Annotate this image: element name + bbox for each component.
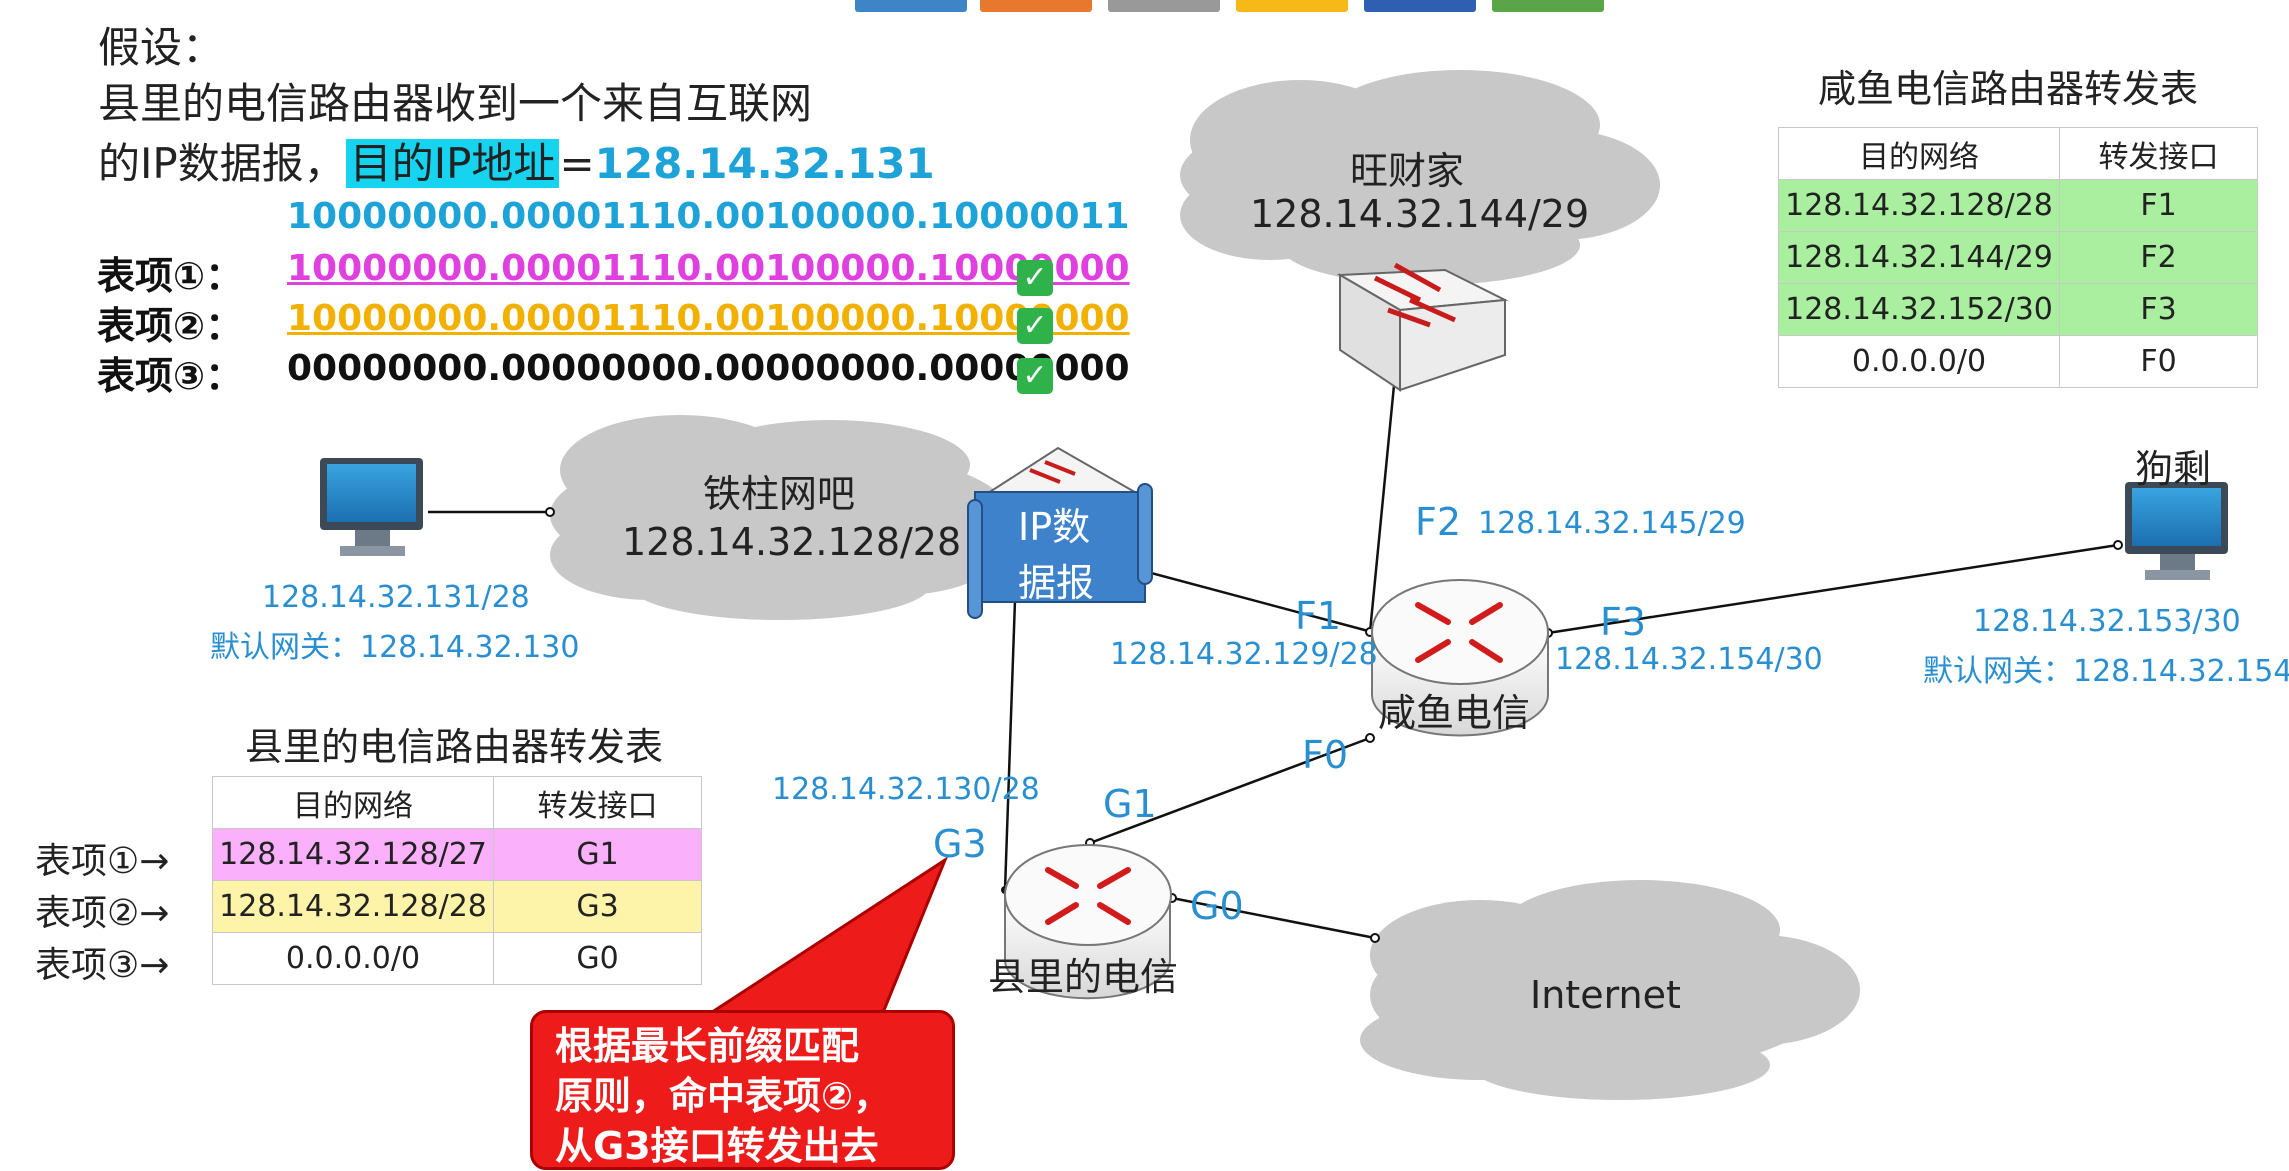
tiezhu-net: 128.14.32.128/28: [622, 520, 962, 564]
router-county-label: 县里的电信: [988, 955, 1179, 999]
pc-right-ip: 128.14.32.153/30: [1973, 604, 2241, 639]
county-header-dest: 目的网络: [212, 776, 494, 829]
table-cell: F1: [2059, 179, 2258, 232]
entry2-label: 表项②：: [97, 304, 244, 348]
top-tab-5[interactable]: [1364, 0, 1476, 12]
table-cell: 128.14.32.152/30: [1778, 283, 2060, 336]
xianyu-header-iface: 转发接口: [2059, 127, 2258, 180]
table-row: 0.0.0.0/0 G0: [212, 932, 702, 985]
callout-line1: 根据最长前缀匹配: [555, 1024, 860, 1068]
county-table-title: 县里的电信路由器转发表: [245, 725, 664, 769]
entry2-check-icon: ✓: [1017, 308, 1053, 344]
router-icon-county: [1004, 844, 1172, 1000]
entry1-check-icon: ✓: [1017, 260, 1053, 296]
pc-left-ip: 128.14.32.131/28: [262, 580, 530, 615]
top-tab-2[interactable]: [980, 0, 1092, 12]
iface-F3: F3: [1600, 600, 1647, 644]
wangcaijia-net: 128.14.32.144/29: [1250, 192, 1590, 236]
router-xianyu-label: 咸鱼电信: [1378, 691, 1531, 735]
switch-icon: [1336, 262, 1509, 392]
table-row: 128.14.32.144/29 F2: [1778, 231, 2258, 284]
iface-F0: F0: [1302, 733, 1349, 777]
tiezhu-name: 铁柱网吧: [703, 472, 856, 516]
dest-ip-value: 128.14.32.131: [594, 139, 935, 188]
table-cell: F3: [2059, 283, 2258, 336]
top-tab-4[interactable]: [1236, 0, 1348, 12]
assumption-line2: 的IP数据报，目的IP地址=128.14.32.131: [98, 130, 935, 191]
pc-icon-left: [320, 458, 423, 556]
assumption-line1: 县里的电信路由器收到一个来自互联网: [98, 79, 813, 128]
table-row: 128.14.32.128/27 G1: [212, 828, 702, 881]
entry2-binary: 10000000.00001110.00100000.10000000: [287, 298, 1130, 339]
dest-ip-label: 目的IP地址: [345, 139, 560, 188]
conclusion-callout: 根据最长前缀匹配 原则，命中表项②， 从G3接口转发出去: [530, 1010, 955, 1170]
router-icon-xianyu: [1371, 579, 1549, 737]
wangcaijia-name: 旺财家: [1350, 149, 1465, 193]
top-tab-3[interactable]: [1108, 0, 1220, 12]
iface-G0: G0: [1190, 884, 1244, 928]
xianyu-header-dest: 目的网络: [1778, 127, 2060, 180]
assumption-line2-prefix: 的IP数据报，: [98, 139, 346, 188]
table-cell: G1: [493, 828, 702, 881]
entry1-binary: 10000000.00001110.00100000.10000000: [287, 248, 1130, 289]
table-row: 128.14.32.128/28 F1: [1778, 179, 2258, 232]
table-cell: 0.0.0.0/0: [1778, 335, 2060, 388]
iface-F2-ip: 128.14.32.145/29: [1478, 506, 1746, 541]
xianyu-table-title: 咸鱼电信路由器转发表: [1818, 67, 2199, 111]
table-row: 0.0.0.0/0 F0: [1778, 335, 2258, 388]
pc-icon-right: [2125, 482, 2228, 580]
table-cell: 128.14.32.128/27: [212, 828, 494, 881]
table-cell: F2: [2059, 231, 2258, 284]
cloud-internet: [1360, 880, 1860, 1100]
table-cell: 128.14.32.128/28: [212, 880, 494, 933]
table-cell: 0.0.0.0/0: [212, 932, 494, 985]
table-cell: G3: [493, 880, 702, 933]
iface-G1: G1: [1103, 782, 1157, 826]
callout-line2: 原则，命中表项②，: [555, 1074, 892, 1118]
dest-ip-eq: =: [559, 139, 595, 188]
table-row: 128.14.32.128/28 G3: [212, 880, 702, 933]
callout-line3: 从G3接口转发出去: [555, 1124, 879, 1168]
packet-label-2: 据报: [1018, 561, 1095, 605]
iface-F1: F1: [1295, 594, 1342, 638]
iface-G3-ip: 128.14.32.130/28: [772, 772, 1040, 807]
iface-G3: G3: [933, 822, 987, 866]
iface-F3-ip: 128.14.32.154/30: [1555, 642, 1823, 677]
county-forwarding-table: 目的网络 转发接口 128.14.32.128/27 G1 128.14.32.…: [212, 776, 702, 985]
table-cell: 128.14.32.144/29: [1778, 231, 2060, 284]
assumption-title: 假设：: [98, 23, 225, 72]
county-row-label-2: 表项②→: [35, 893, 170, 934]
cloud-wangcaijia: [1180, 70, 1660, 285]
table-cell: 128.14.32.128/28: [1778, 179, 2060, 232]
cloud-tiezhu: [550, 415, 1010, 620]
top-tab-1[interactable]: [855, 0, 967, 12]
county-row-label-3: 表项③→: [35, 945, 170, 986]
iface-F1-ip: 128.14.32.129/28: [1110, 637, 1378, 672]
table-row: 128.14.32.152/30 F3: [1778, 283, 2258, 336]
internet-label: Internet: [1530, 973, 1681, 1017]
pc-right-name: 狗剩: [2135, 447, 2212, 491]
county-header-iface: 转发接口: [493, 776, 702, 829]
pc-left-gateway: 默认网关：128.14.32.130: [210, 630, 580, 665]
entry3-binary: 00000000.00000000.00000000.00000000: [287, 348, 1130, 389]
top-tab-6[interactable]: [1492, 0, 1604, 12]
xianyu-forwarding-table: 目的网络 转发接口 128.14.32.128/28 F1 128.14.32.…: [1778, 127, 2258, 388]
packet-envelope-icon: [981, 446, 1144, 496]
table-cell: F0: [2059, 335, 2258, 388]
entry1-label: 表项①：: [97, 254, 244, 298]
entry3-label: 表项③：: [97, 354, 244, 398]
dest-ip-binary: 10000000.00001110.00100000.10000011: [287, 196, 1130, 237]
packet-label-1: IP数: [1018, 505, 1091, 549]
county-row-label-1: 表项①→: [35, 841, 170, 882]
packet-scroll-icon: [967, 483, 1153, 619]
pc-right-gateway: 默认网关：128.14.32.154: [1923, 654, 2289, 689]
entry3-check-icon: ✓: [1017, 358, 1053, 394]
table-cell: G0: [493, 932, 702, 985]
iface-F2: F2: [1415, 500, 1462, 544]
